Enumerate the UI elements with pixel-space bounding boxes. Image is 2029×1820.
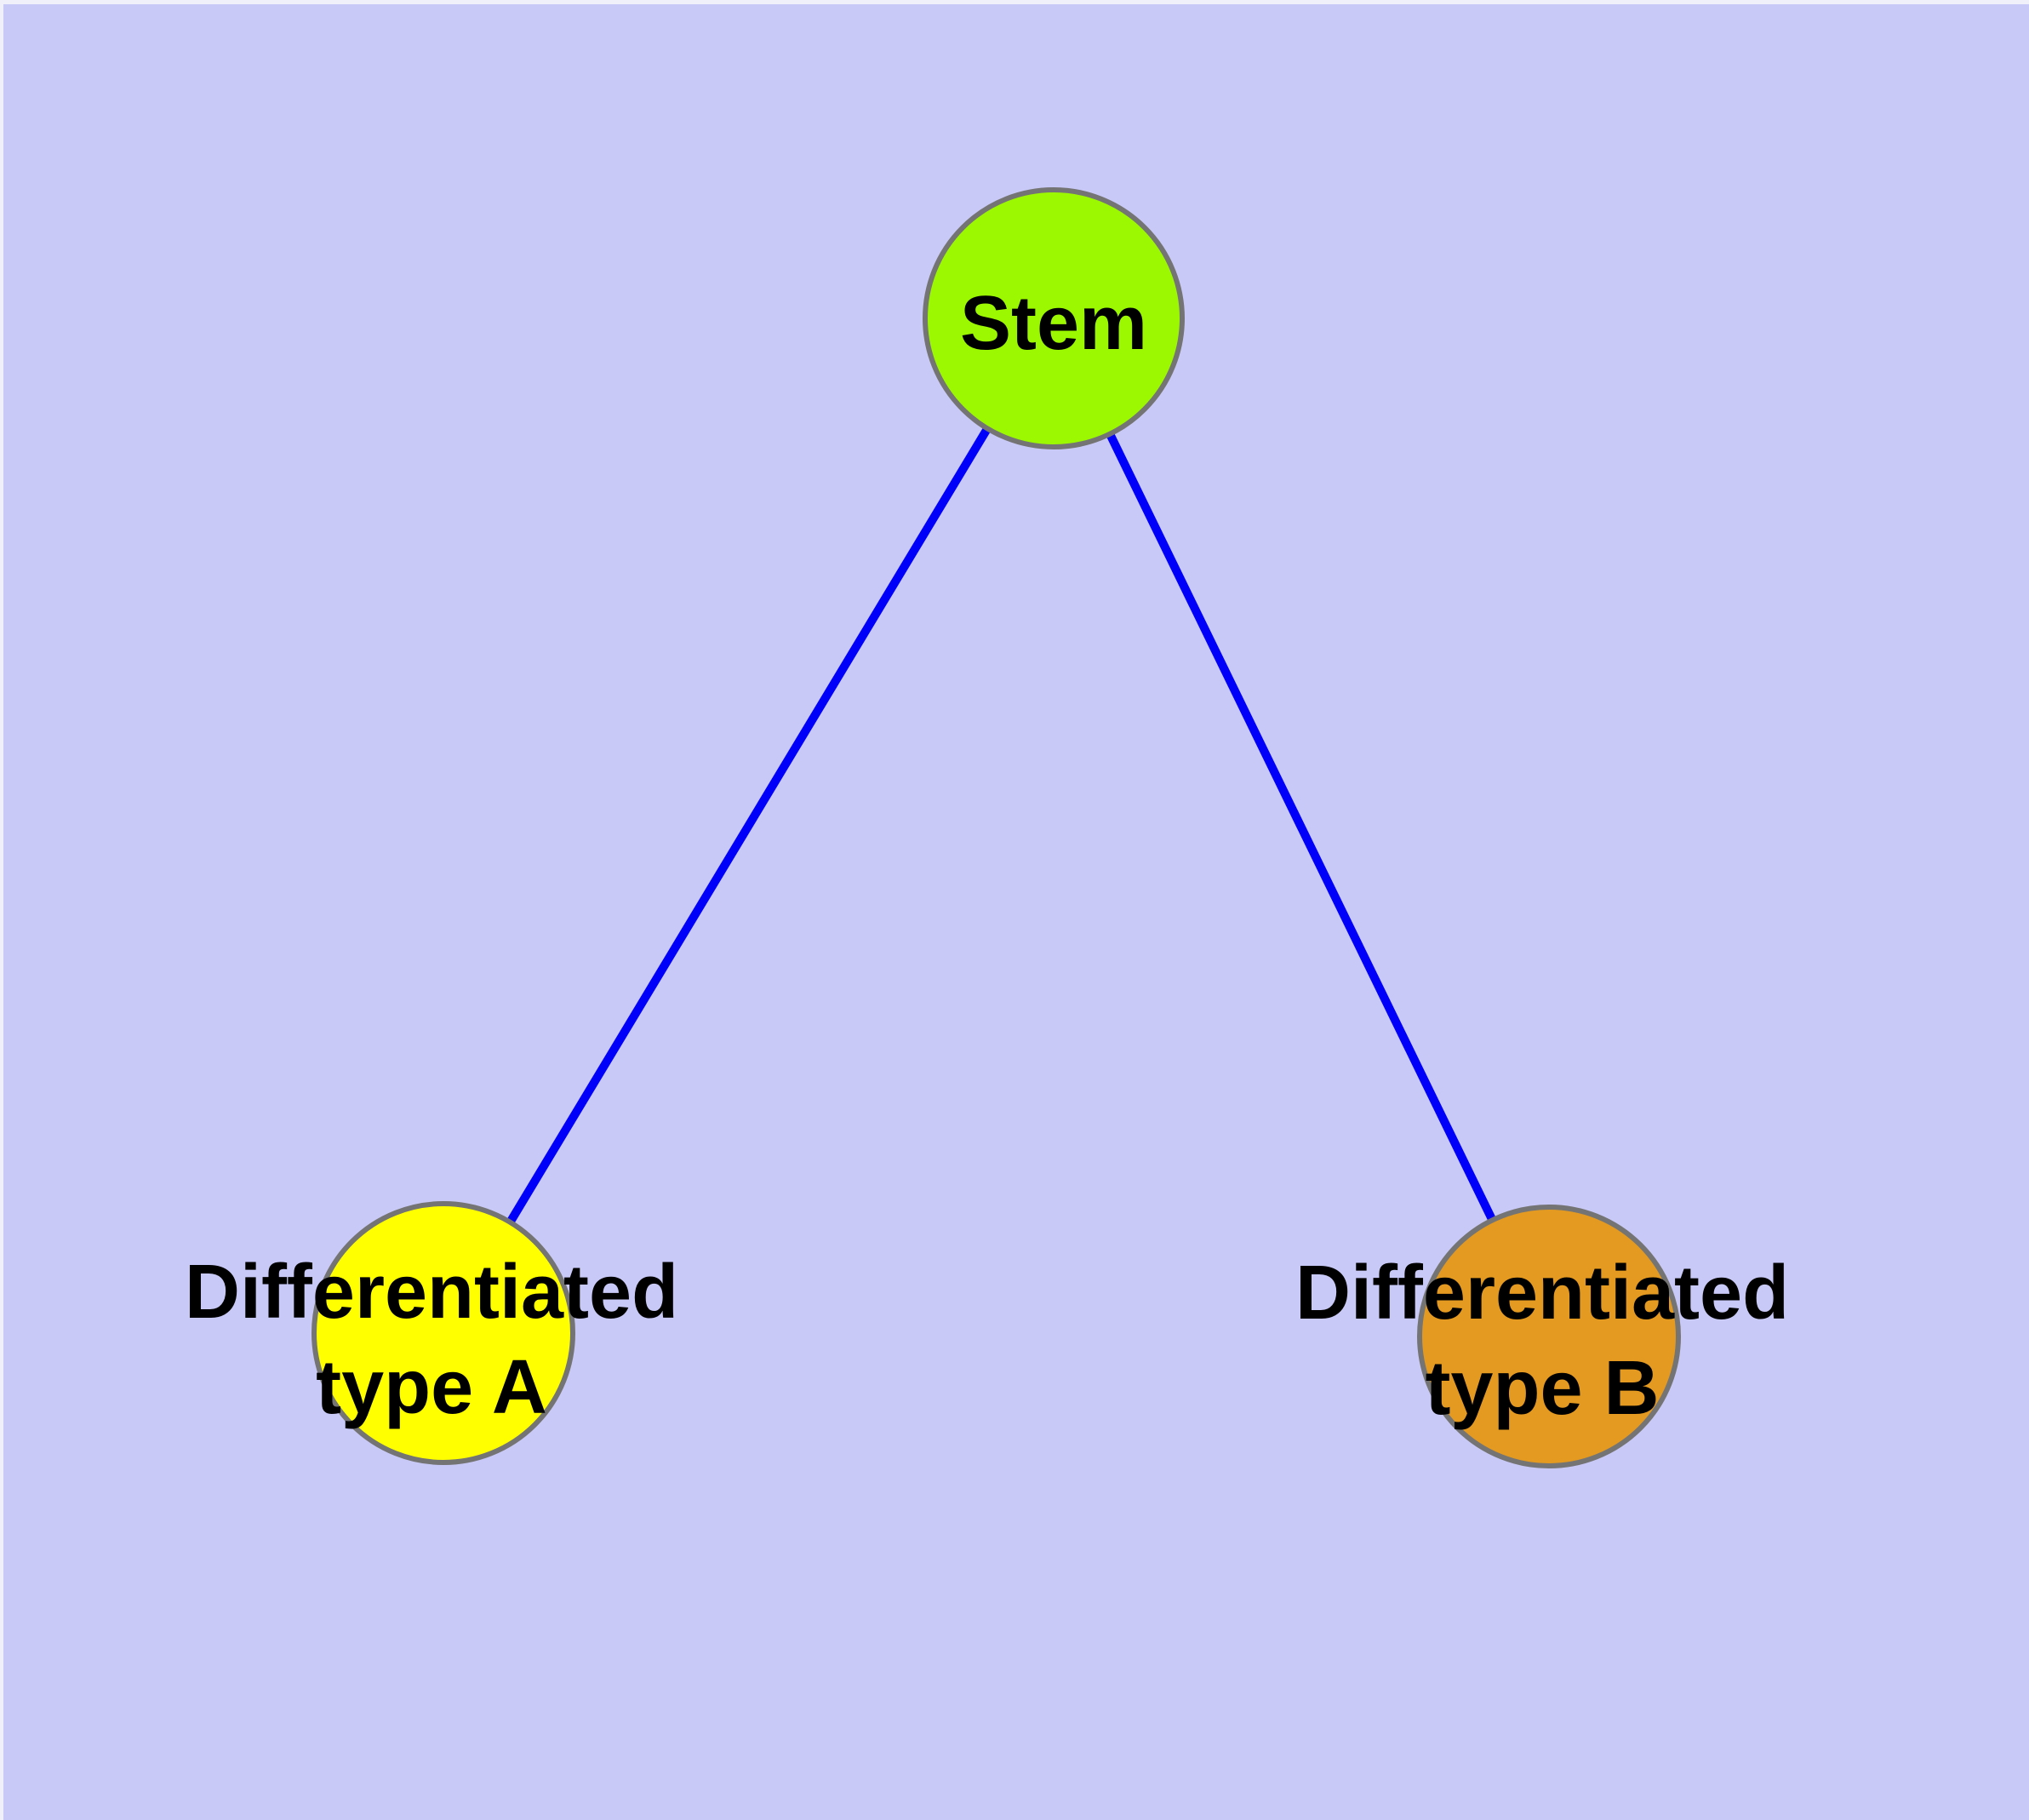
edge-stem-to-diff-a (506, 426, 992, 1225)
canvas-left-edge-strip (0, 0, 3, 1820)
node-diff-b-label: Differentiated type B (1295, 1245, 1789, 1436)
node-diff-a-circle (311, 1201, 575, 1465)
edge-stem-to-diff-b (1106, 432, 1496, 1222)
node-diff-b-circle (1417, 1205, 1681, 1468)
canvas-top-edge-strip (0, 0, 2029, 4)
node-stem-label: Stem (960, 276, 1147, 371)
node-diff-a-label: Differentiated type A (185, 1245, 678, 1435)
node-diff-b-label-line1: Differentiated (1295, 1251, 1790, 1336)
node-diff-b-label-line2: type B (1425, 1346, 1660, 1431)
node-stem-circle (923, 187, 1185, 449)
node-diff-a-label-line1: Differentiated (184, 1250, 679, 1335)
node-diff-a-label-line2: type A (316, 1345, 547, 1430)
node-stem-label-line: Stem (959, 281, 1148, 366)
